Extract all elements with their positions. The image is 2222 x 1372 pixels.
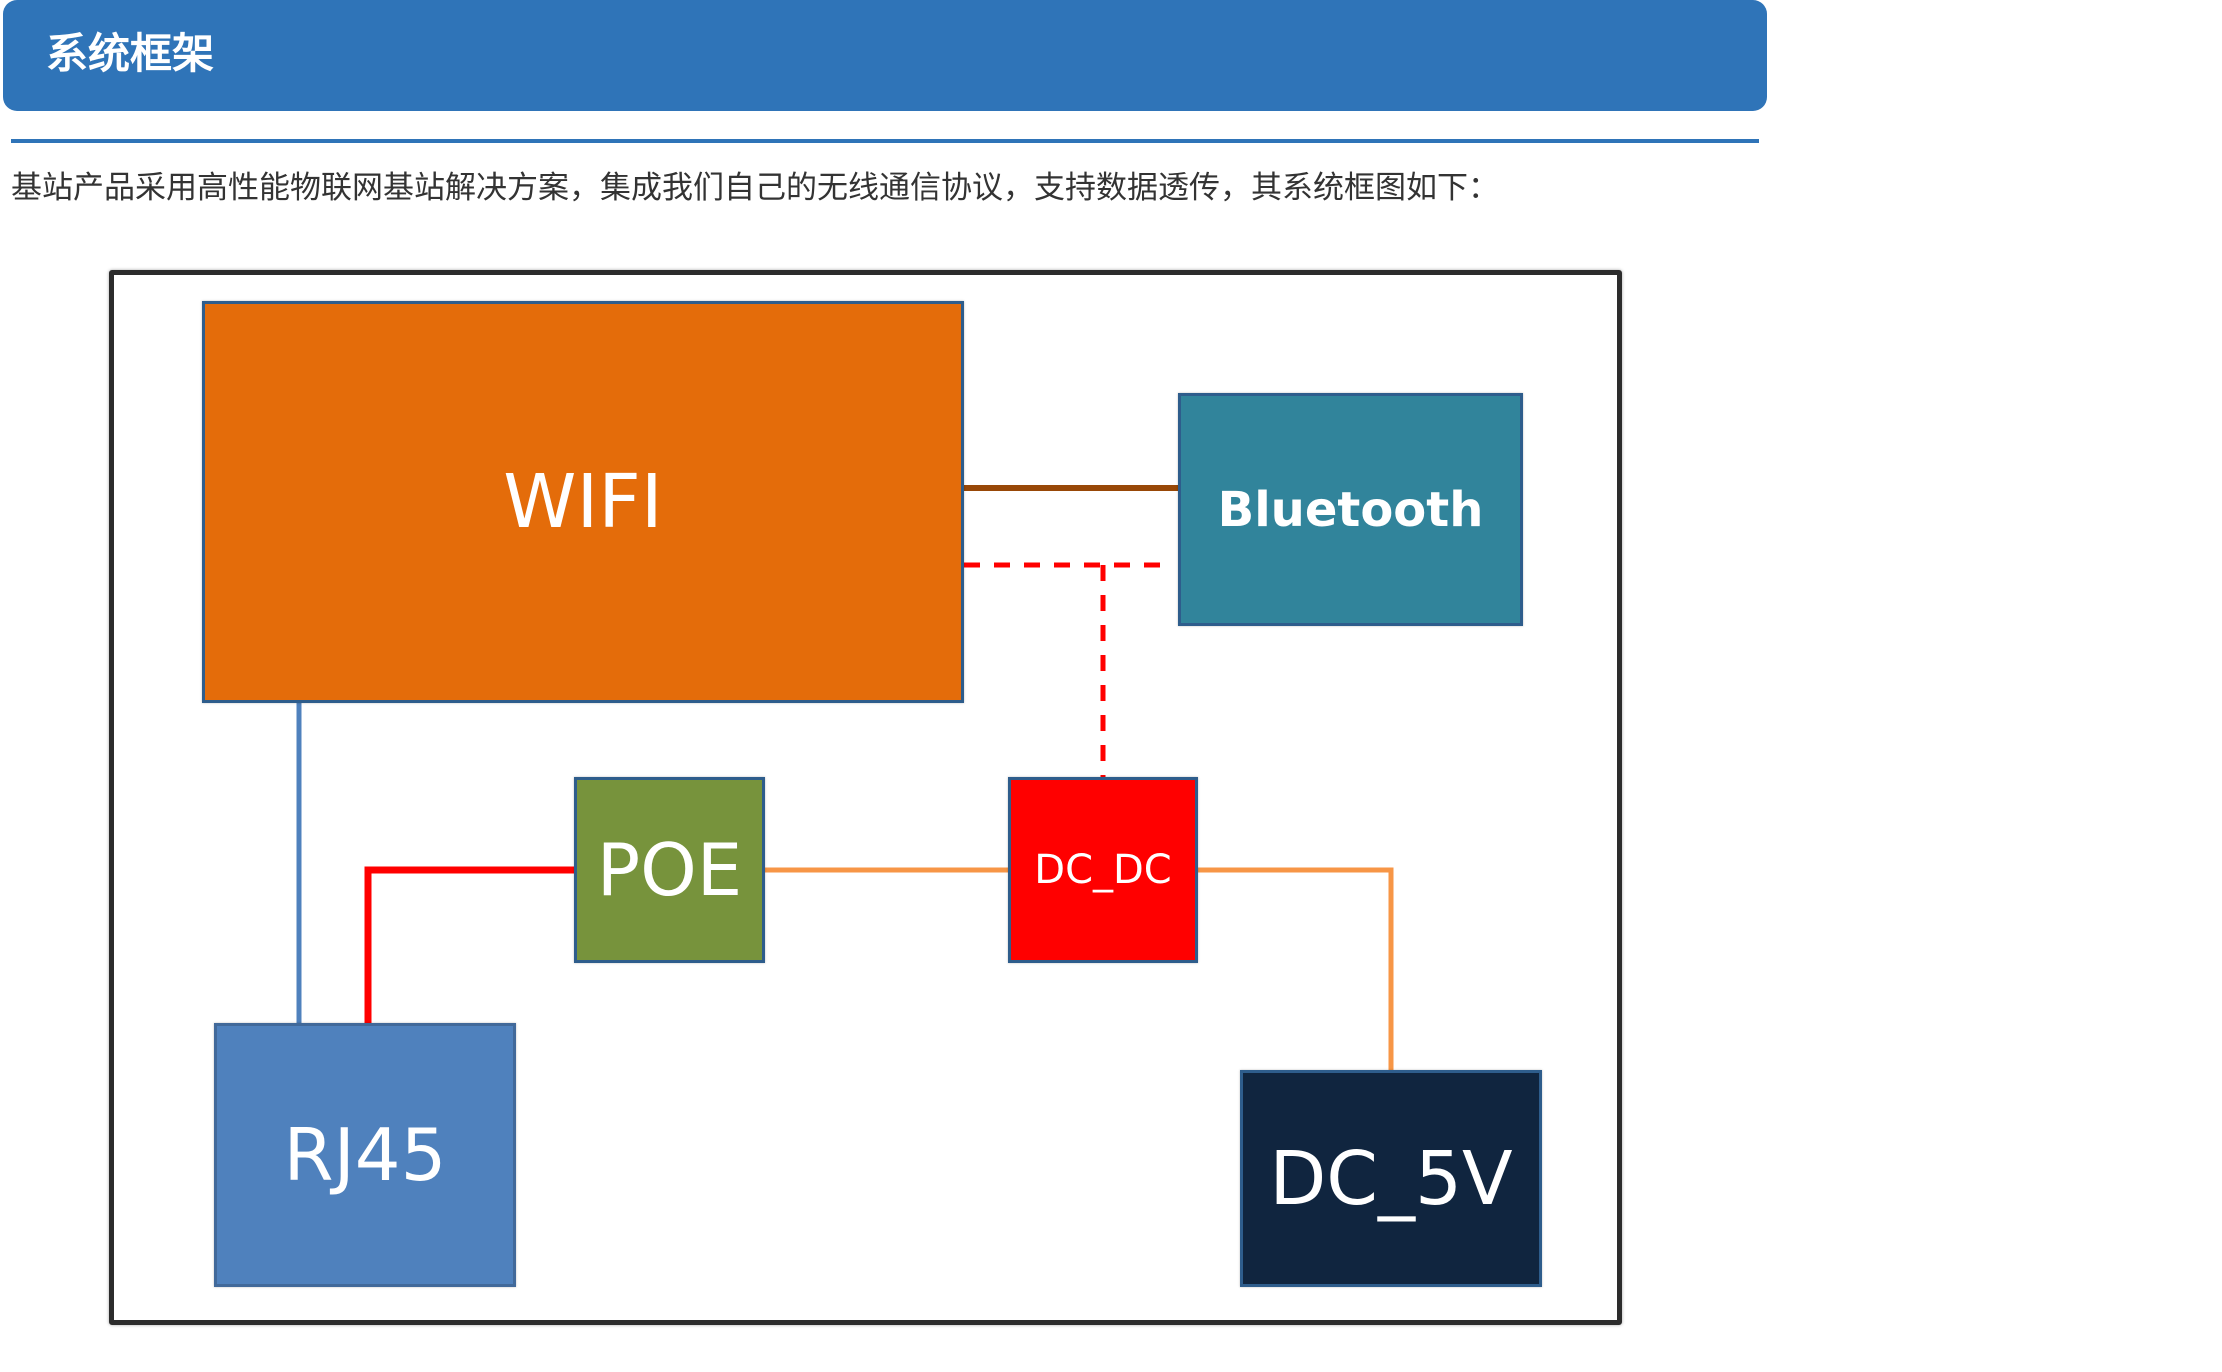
connector-rj45-poe bbox=[364, 866, 574, 1023]
poe-label: POE bbox=[596, 828, 743, 912]
divider bbox=[11, 139, 1759, 143]
intro-paragraph: 基站产品采用高性能物联网基站解决方案，集成我们自己的无线通信协议，支持数据透传，… bbox=[11, 170, 1499, 206]
section-title: 系统框架 bbox=[46, 29, 215, 78]
section-header: 系统框架 bbox=[3, 0, 1767, 111]
wifi-block: WIFI bbox=[202, 301, 964, 703]
bluetooth-block: Bluetooth bbox=[1178, 393, 1523, 626]
wifi-label: WIFI bbox=[503, 459, 663, 545]
bluetooth-label: Bluetooth bbox=[1217, 481, 1484, 538]
dc-dc-label: DC_DC bbox=[1034, 847, 1172, 893]
rj45-label: RJ45 bbox=[283, 1113, 447, 1197]
dc-dc-block: DC_DC bbox=[1008, 777, 1198, 963]
poe-block: POE bbox=[574, 777, 765, 963]
rj45-block: RJ45 bbox=[214, 1023, 516, 1287]
dc-5v-block: DC_5V bbox=[1240, 1070, 1542, 1287]
connector-dcdc-dc5v bbox=[1198, 867, 1394, 1070]
dc-5v-label: DC_5V bbox=[1269, 1135, 1513, 1222]
